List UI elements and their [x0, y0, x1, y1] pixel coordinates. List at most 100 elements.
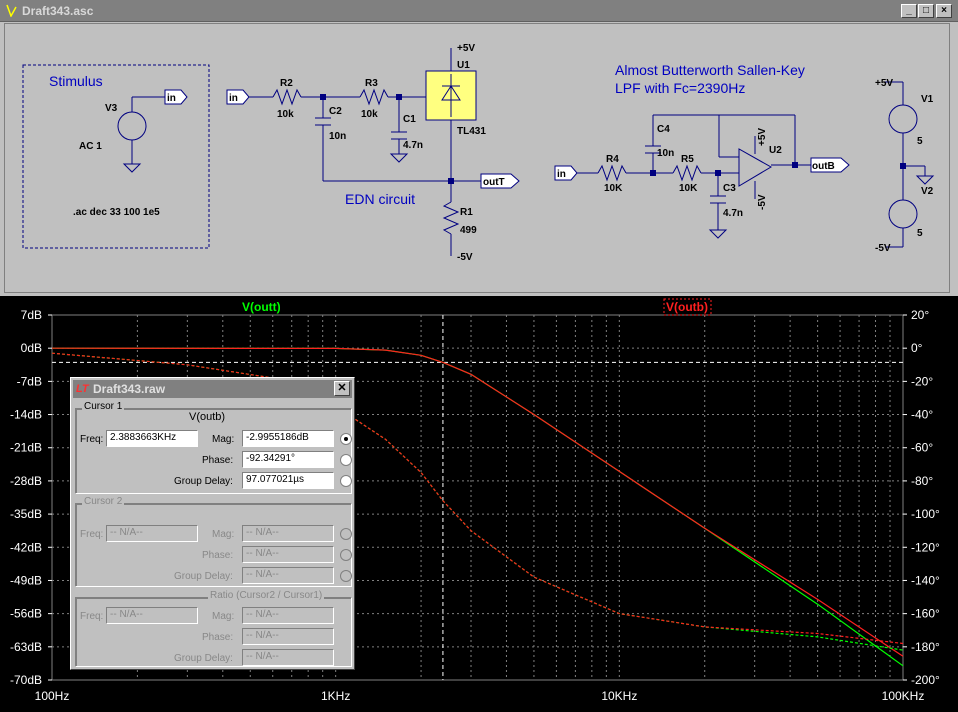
svg-text:R4: R4: [606, 154, 619, 165]
ratio-freq-field: -- N/A--: [106, 607, 198, 624]
schematic-editor[interactable]: in in outT in outB V3 AC 1 .ac dec 33 10…: [4, 23, 950, 293]
svg-text:+5V: +5V: [757, 128, 768, 146]
svg-text:V1: V1: [921, 94, 934, 105]
y-tick-right: -120°: [911, 540, 940, 554]
svg-text:-5V: -5V: [757, 194, 768, 210]
stimulus-box: [22, 64, 210, 249]
cursor-dialog[interactable]: LT Draft343.raw ✕ Cursor 1 V(outb) Freq:…: [70, 377, 355, 670]
dialog-close-button[interactable]: ✕: [334, 381, 350, 396]
cursor1-phase-radio[interactable]: [340, 454, 352, 466]
cursor2-phase-radio: [340, 549, 352, 561]
svg-text:in: in: [167, 93, 176, 104]
y-tick-right: 0°: [911, 341, 923, 355]
svg-text:10k: 10k: [361, 109, 378, 120]
cursor2-mag-radio: [340, 528, 352, 540]
y-tick-left: -49dB: [10, 573, 42, 587]
minimize-button[interactable]: _: [901, 4, 917, 18]
window-title: Draft343.asc: [22, 4, 94, 18]
svg-text:4.7n: 4.7n: [403, 140, 423, 151]
cursor1-expression: V(outb): [189, 411, 226, 423]
y-tick-left: -63dB: [10, 640, 42, 654]
ratio-groupdelay-field: -- N/A--: [242, 649, 334, 666]
dialog-title: Draft343.raw: [93, 382, 166, 396]
trace-v-outb-: [51, 347, 904, 657]
window-titlebar: Draft343.asc _ □ ×: [0, 0, 958, 22]
svg-text:outT: outT: [483, 177, 505, 188]
svg-text:5: 5: [917, 136, 923, 147]
svg-text:AC 1: AC 1: [79, 141, 102, 152]
circuit-heading-2: LPF with Fc=2390Hz: [615, 80, 745, 96]
svg-text:-5V: -5V: [457, 252, 473, 263]
cursor1-mag-radio[interactable]: [340, 433, 352, 445]
y-tick-right: -180°: [911, 640, 940, 654]
cursor2-group: Cursor 2 Freq: -- N/A-- Mag: -- N/A-- Ph…: [75, 496, 352, 587]
svg-text:TL431: TL431: [457, 126, 486, 137]
cursor2-mag-field: -- N/A--: [242, 525, 334, 542]
trace-label-outt: V(outt): [242, 300, 281, 314]
close-button[interactable]: ×: [936, 4, 952, 18]
y-tick-left: -70dB: [10, 673, 42, 687]
x-tick: 1KHz: [321, 689, 350, 703]
maximize-button[interactable]: □: [918, 4, 934, 18]
y-tick-left: -42dB: [10, 540, 42, 554]
svg-text:C2: C2: [329, 106, 342, 117]
svg-text:R5: R5: [681, 154, 694, 165]
cursor2-freq-field: -- N/A--: [106, 525, 198, 542]
cursor2-groupdelay-field: -- N/A--: [242, 567, 334, 584]
ratio-phase-field: -- N/A--: [242, 628, 334, 645]
cursor1-phase-field[interactable]: -92.34291°: [242, 451, 334, 468]
y-tick-right: -160°: [911, 607, 940, 621]
svg-text:R1: R1: [460, 207, 473, 218]
cursor1-mag-field[interactable]: -2.9955186dB: [242, 430, 334, 447]
cursor1-group: Cursor 1 V(outb) Freq: 2.3883663KHz Mag:…: [75, 401, 352, 494]
y-tick-left: 0dB: [21, 341, 42, 355]
ratio-group: Ratio (Cursor2 / Cursor1) Freq: -- N/A--…: [75, 590, 352, 667]
svg-text:.ac dec 33 100 1e5: .ac dec 33 100 1e5: [73, 207, 160, 218]
y-tick-right: -60°: [911, 441, 933, 455]
y-tick-right: -40°: [911, 408, 933, 422]
x-tick: 100KHz: [882, 689, 925, 703]
svg-text:10n: 10n: [657, 148, 674, 159]
svg-text:499: 499: [460, 225, 477, 236]
circuit-heading-1: Almost Butterworth Sallen-Key: [615, 62, 805, 78]
y-tick-right: -80°: [911, 474, 933, 488]
x-tick: 10KHz: [601, 689, 637, 703]
ltspice-icon: LT: [76, 383, 89, 395]
svg-text:in: in: [229, 93, 238, 104]
x-tick: 100Hz: [35, 689, 70, 703]
cursor1-groupdelay-radio[interactable]: [340, 475, 352, 487]
svg-text:in: in: [557, 169, 566, 180]
svg-text:U1: U1: [457, 60, 470, 71]
svg-text:-5V: -5V: [875, 243, 891, 254]
svg-text:5: 5: [917, 228, 923, 239]
svg-text:C3: C3: [723, 183, 736, 194]
dialog-titlebar: LT Draft343.raw ✕: [73, 380, 352, 398]
ratio-mag-field: -- N/A--: [242, 607, 334, 624]
cursor2-groupdelay-radio: [340, 570, 352, 582]
svg-text:V2: V2: [921, 186, 934, 197]
y-tick-right: -200°: [911, 673, 940, 687]
svg-text:+5V: +5V: [457, 43, 475, 54]
svg-text:+5V: +5V: [875, 78, 893, 89]
cursor1-groupdelay-field[interactable]: 97.077021µs: [242, 472, 334, 489]
y-tick-right: -20°: [911, 374, 933, 388]
y-tick-left: 7dB: [21, 308, 42, 322]
y-tick-left: -56dB: [10, 607, 42, 621]
cursor1-freq-field[interactable]: 2.3883663KHz: [106, 430, 198, 447]
svg-text:10n: 10n: [329, 131, 346, 142]
svg-text:C1: C1: [403, 114, 416, 125]
svg-text:R2: R2: [280, 78, 293, 89]
svg-text:V3: V3: [105, 103, 118, 114]
y-tick-left: -28dB: [10, 474, 42, 488]
svg-text:C4: C4: [657, 124, 670, 135]
y-tick-left: -21dB: [10, 441, 42, 455]
y-tick-left: -14dB: [10, 408, 42, 422]
svg-text:10K: 10K: [679, 183, 698, 194]
y-tick-right: 20°: [911, 308, 929, 322]
y-tick-left: -35dB: [10, 507, 42, 521]
trace-label-outb: V(outb): [666, 300, 708, 314]
y-tick-right: -100°: [911, 507, 940, 521]
edn-label: EDN circuit: [345, 191, 415, 207]
svg-text:4.7n: 4.7n: [723, 208, 743, 219]
cursor2-phase-field: -- N/A--: [242, 546, 334, 563]
